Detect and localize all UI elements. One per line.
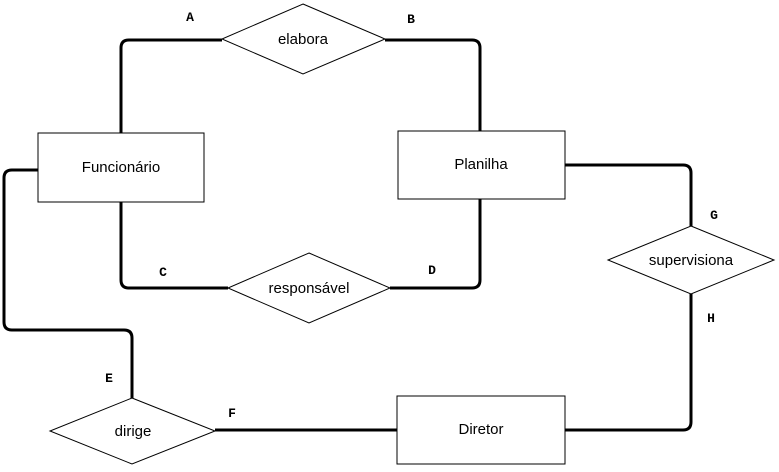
connector-funcionario-dirige bbox=[2, 168, 134, 398]
entity-diretor: Diretor bbox=[396, 395, 566, 465]
cardinality-label-a: A bbox=[186, 10, 194, 25]
cardinality-label-g: G bbox=[710, 208, 718, 223]
connector-elabora-planilha bbox=[385, 38, 482, 131]
entity-funcionario-label: Funcionário bbox=[82, 159, 160, 176]
relationship-elabora-label: elabora bbox=[278, 31, 329, 48]
connector-supervisiona-diretor bbox=[565, 294, 693, 432]
entity-planilha-label: Planilha bbox=[454, 156, 508, 173]
connector-funcionario-responsavel bbox=[119, 202, 228, 290]
relationship-responsavel: responsável bbox=[226, 252, 392, 324]
cardinality-label-f: F bbox=[228, 406, 236, 421]
relationship-supervisiona: supervisiona bbox=[606, 225, 776, 295]
entity-planilha: Planilha bbox=[397, 130, 566, 200]
connector-planilha-supervisiona bbox=[565, 163, 693, 226]
relationship-dirige-label: dirige bbox=[115, 423, 152, 440]
relationship-responsavel-label: responsável bbox=[269, 280, 350, 297]
connector-responsavel-planilha bbox=[390, 199, 482, 290]
relationship-dirige: dirige bbox=[48, 397, 217, 465]
cardinality-label-b: B bbox=[407, 12, 415, 27]
cardinality-label-h: H bbox=[707, 311, 715, 326]
connector-funcionario-elabora bbox=[119, 38, 222, 133]
entity-funcionario: Funcionário bbox=[37, 132, 205, 203]
entity-diretor-label: Diretor bbox=[458, 421, 503, 438]
relationship-supervisiona-label: supervisiona bbox=[649, 252, 734, 269]
cardinality-label-e: E bbox=[105, 371, 113, 386]
cardinality-label-d: D bbox=[428, 263, 436, 278]
cardinality-label-c: C bbox=[159, 265, 167, 280]
relationship-elabora: elabora bbox=[220, 3, 387, 75]
